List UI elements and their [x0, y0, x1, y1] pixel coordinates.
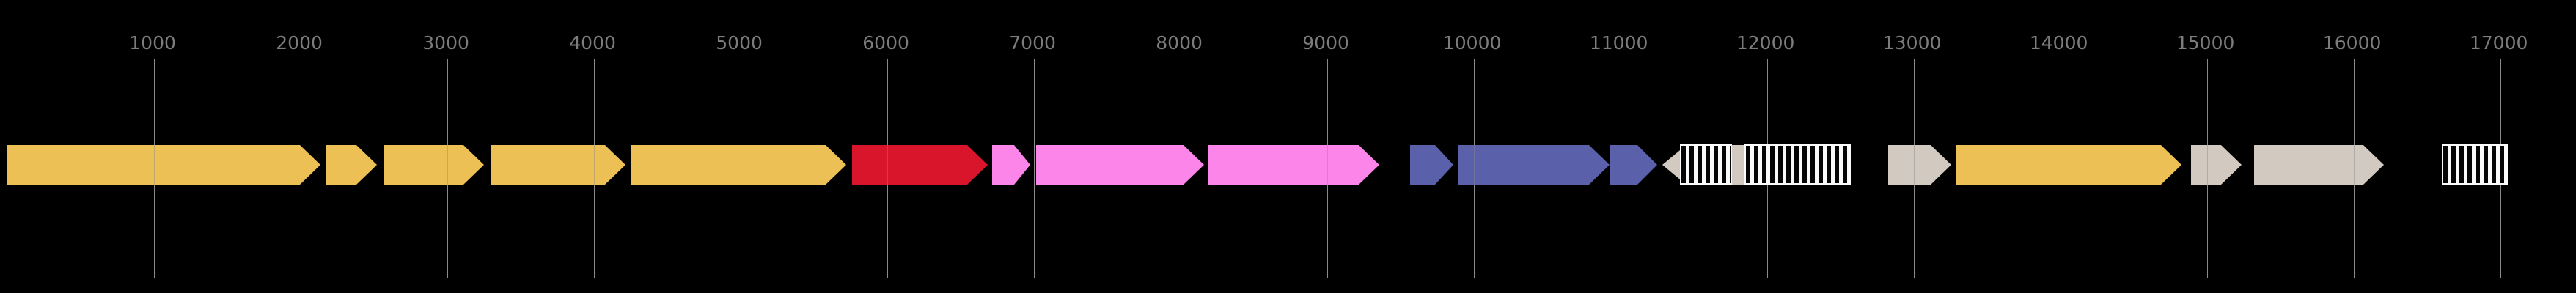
gene-arrow-forward — [2191, 145, 2242, 185]
axis-tick-label: 10000 — [1442, 32, 1502, 53]
gridline-overlay — [593, 144, 595, 185]
gene-arrow-forward — [1888, 145, 1951, 185]
gene-arrow-forward — [992, 145, 1030, 185]
gene-arrow-forward — [1458, 145, 1610, 185]
axis-tick-label: 7000 — [1009, 32, 1056, 53]
axis-tick-label: 3000 — [422, 32, 469, 53]
axis-tick-label: 12000 — [1736, 32, 1795, 53]
gene-arrow-forward — [1036, 145, 1204, 185]
gridline-overlay — [2206, 144, 2208, 185]
axis-tick-label: 5000 — [716, 32, 763, 53]
gridline-overlay — [447, 144, 448, 185]
gene-arrow-forward — [2254, 145, 2384, 185]
axis-tick-label: 11000 — [1589, 32, 1648, 53]
gridline-overlay — [2353, 144, 2355, 185]
gridline-overlay — [1326, 144, 1328, 185]
gridline-overlay — [1033, 144, 1035, 185]
hatched-region-box — [2442, 144, 2508, 185]
gridline-overlay — [887, 144, 888, 185]
gridline-overlay — [1913, 144, 1915, 185]
gene-arrow-forward — [384, 145, 484, 185]
gridline — [1033, 59, 1035, 278]
gene-arrow-forward — [1208, 145, 1379, 185]
gene-arrow-forward — [1610, 145, 1657, 185]
hatched-region-box — [1680, 144, 1732, 185]
axis-tick-label: 1000 — [129, 32, 176, 53]
axis-tick-label: 17000 — [2469, 32, 2528, 53]
gene-arrow-forward — [491, 145, 625, 185]
axis-tick-label: 4000 — [569, 32, 616, 53]
axis-tick-label: 13000 — [1882, 32, 1942, 53]
gene-arrow-forward — [852, 145, 988, 185]
axis-tick-label: 6000 — [862, 32, 909, 53]
gene-arrow-forward — [7, 145, 320, 185]
hatched-region-box — [1744, 144, 1851, 185]
gene-arrow-forward — [1956, 145, 2181, 185]
axis-tick-label: 16000 — [2322, 32, 2382, 53]
axis-tick-label: 9000 — [1302, 32, 1349, 53]
gene-arrow-forward — [326, 145, 377, 185]
gene-arrow-forward — [1410, 145, 1453, 185]
gridline-overlay — [153, 144, 155, 185]
axis-tick-label: 14000 — [2029, 32, 2088, 53]
axis-tick-label: 8000 — [1156, 32, 1203, 53]
axis-tick-label: 15000 — [2176, 32, 2235, 53]
gridline-overlay — [1473, 144, 1475, 185]
gene-arrow-forward — [631, 145, 846, 185]
axis-tick-label: 2000 — [276, 32, 323, 53]
